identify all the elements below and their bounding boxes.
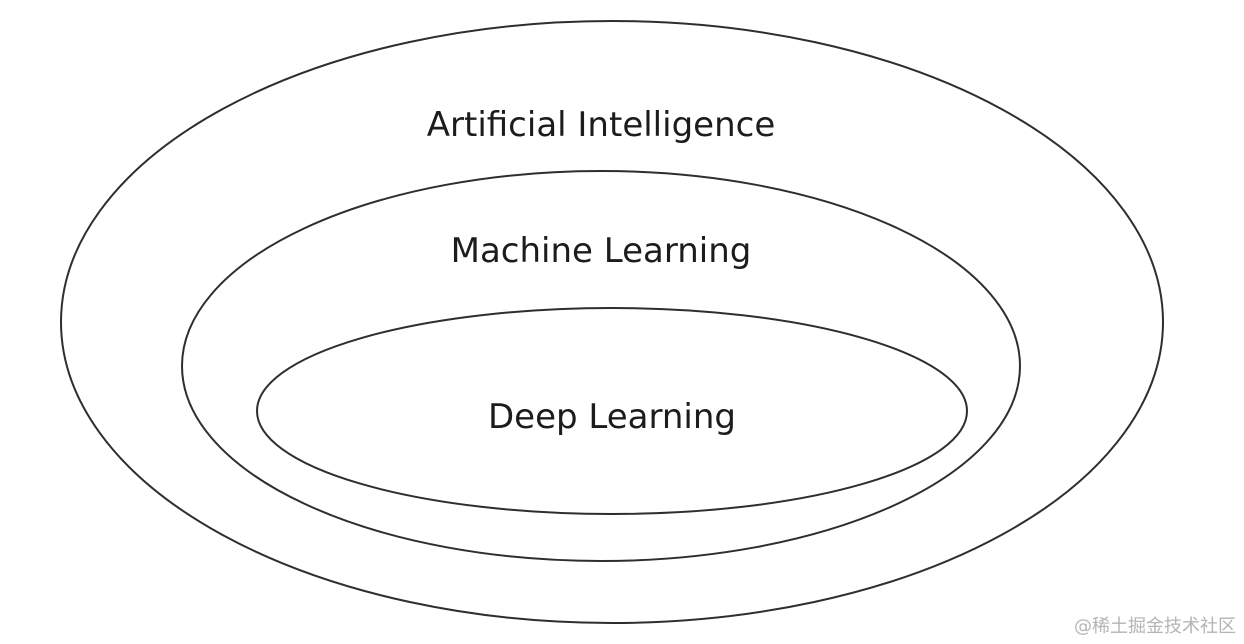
ring-deep-learning: [256, 307, 968, 515]
label-artificial-intelligence: Artificial Intelligence: [427, 105, 775, 145]
watermark: @稀土掘金技术社区: [1074, 616, 1236, 637]
label-deep-learning: Deep Learning: [488, 397, 736, 437]
ring-artificial-intelligence: [60, 20, 1164, 624]
ring-machine-learning: [181, 170, 1021, 562]
label-machine-learning: Machine Learning: [451, 231, 752, 271]
